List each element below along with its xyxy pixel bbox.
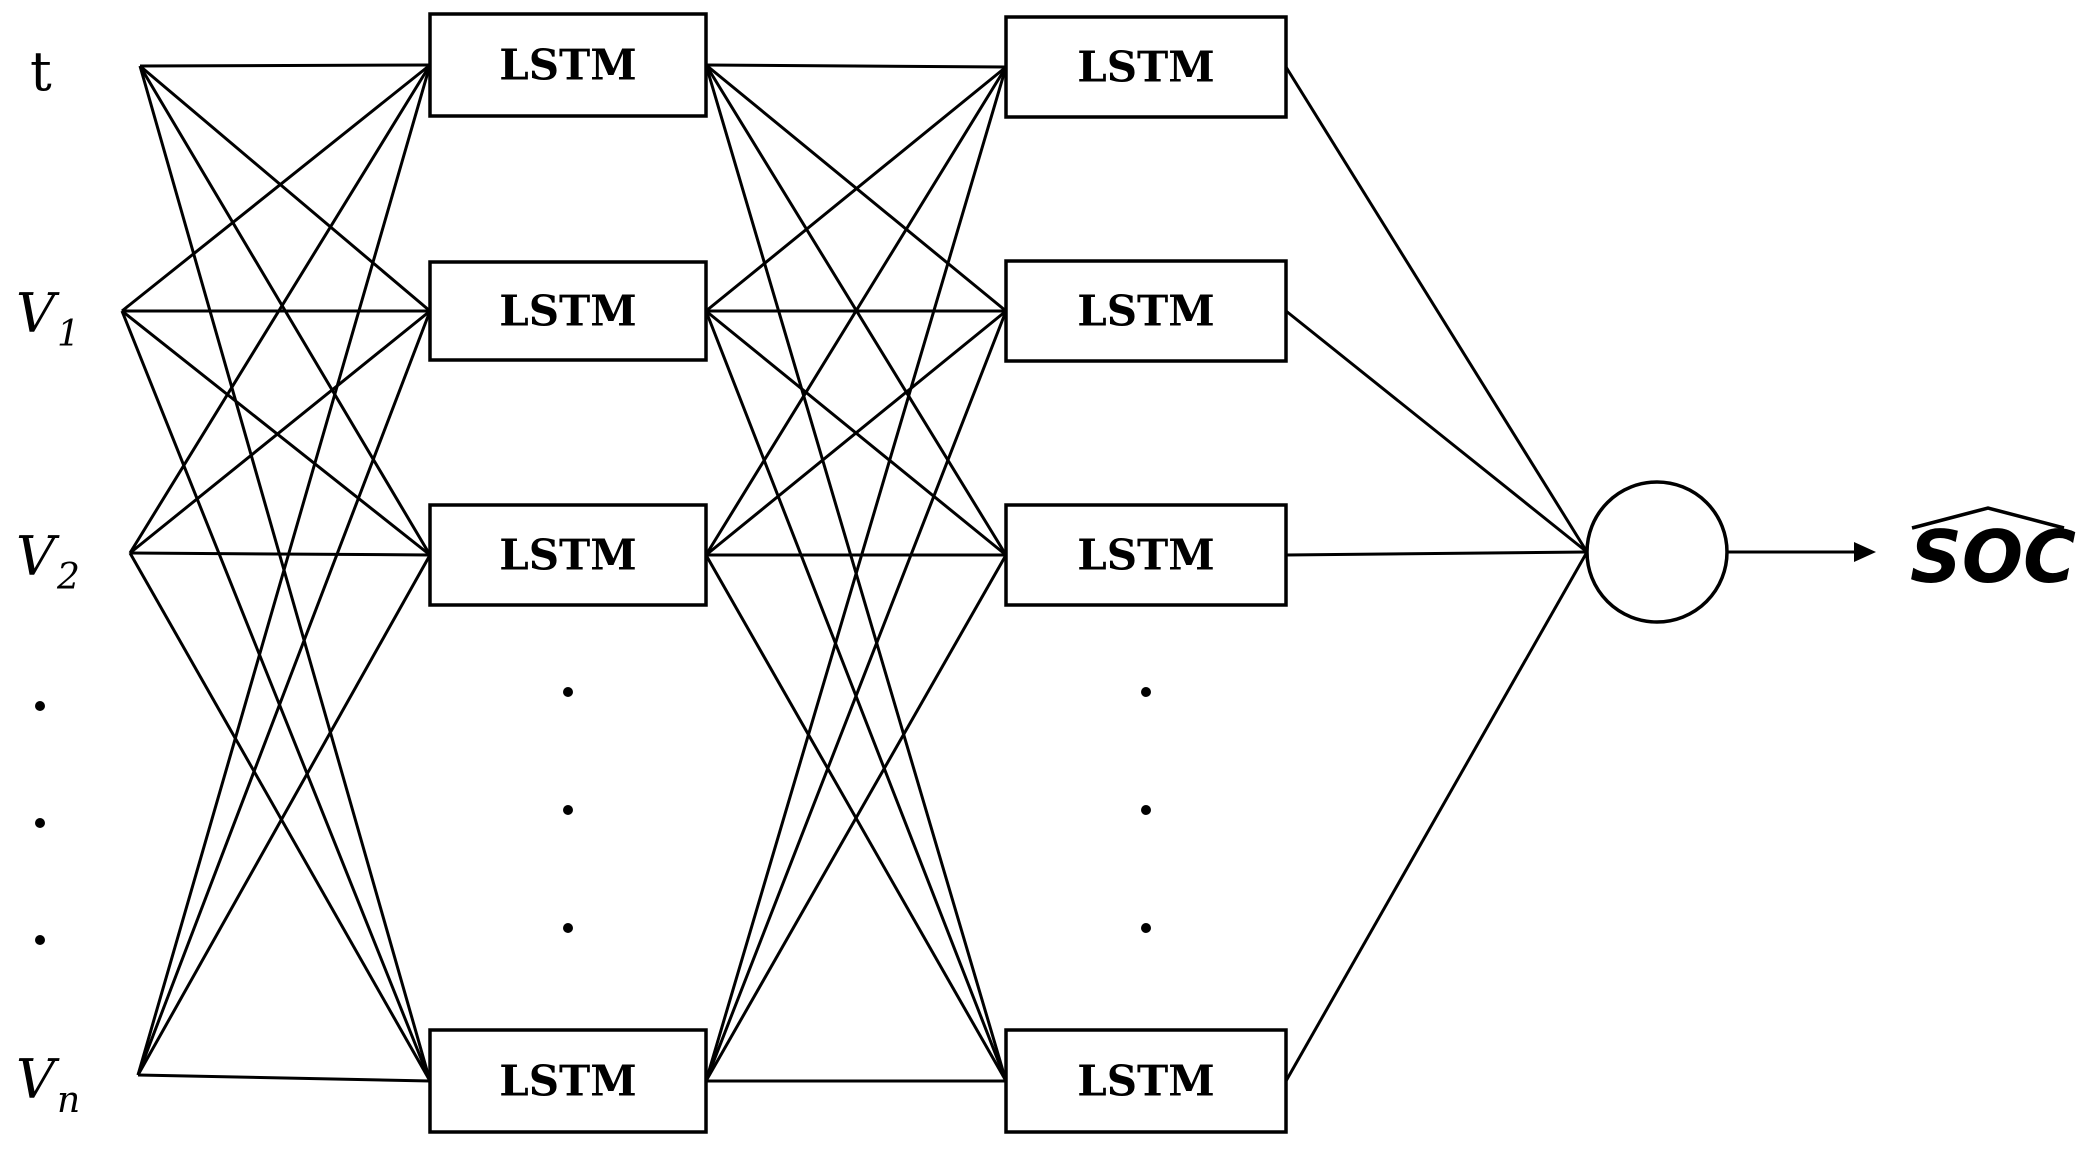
lstm1-to-lstm2-edge [704,310,1008,1082]
input-layer: t V1 V2 Vn [16,40,80,1121]
lstm-box [428,503,708,607]
input-label-v2: V2 [16,525,80,598]
input-to-lstm1-edge [139,63,431,68]
ellipsis-dot [1141,923,1151,933]
lstm-box [1004,503,1288,607]
input-to-lstm1-edge [128,552,432,1082]
output-label-soc: SOC [1910,515,2076,599]
lstm2-to-output-edge [1285,550,1588,557]
input-to-lstm1-edge [129,551,431,557]
lstm-label: LSTM [1077,43,1215,92]
lstm-label: LSTM [499,41,637,90]
ellipsis-dot [1141,805,1151,815]
input-label-v1: V1 [16,282,80,355]
ellipsis-dot [35,701,45,711]
lstm-box [428,260,708,362]
lstm2-to-output-edge [1284,66,1589,553]
ellipsis-dot [563,923,573,933]
input-to-lstm1-edge [136,64,432,1076]
lstm-layer-2: LSTM LSTM LSTM LSTM [1004,15,1288,1134]
output-layer: SOC [1585,480,2076,624]
lstm-layer-1: LSTM LSTM LSTM LSTM [428,12,708,1134]
input-to-lstm1-edge [129,309,431,555]
lstm-label: LSTM [499,287,637,336]
input-to-lstm1-edge [136,554,432,1076]
ellipsis-dot [35,818,45,828]
lstm1-to-lstm2-edge [705,63,1007,69]
lstm-box [428,12,708,118]
lstm-box [1004,1028,1288,1134]
ellipsis-dot [563,687,573,697]
lstm2-to-output-edge [1285,309,1588,554]
lstm1-to-lstm2-edge [704,66,1008,556]
lstm1-to-lstm2-edge [704,554,1008,1082]
connection-lines [120,63,1589,1083]
lstm1-to-lstm2-edge [705,309,1007,557]
lstm2-to-output-edge [1284,551,1589,1082]
lstm-box [1004,259,1288,363]
input-to-lstm1-edge [136,310,432,1076]
lstm1-to-lstm2-edge [704,66,1008,1082]
input-to-lstm1-edge [138,65,432,1082]
input-to-lstm1-edge [121,309,431,557]
lstm-box [1004,15,1288,119]
input-to-lstm1-edge [121,63,431,313]
arrow-head-icon [1854,542,1876,562]
lstm-label: LSTM [1077,287,1215,336]
lstm-label: LSTM [1077,1057,1215,1106]
lstm1-to-lstm2-edge [705,65,1007,313]
lstm-label: LSTM [499,531,637,580]
input-label-vn: Vn [16,1048,80,1121]
input-to-lstm1-edge [137,1073,431,1083]
hat-accent-icon [1911,506,2065,530]
lstm-label: LSTM [1077,531,1215,580]
lstm-label: LSTM [499,1057,637,1106]
output-node [1585,480,1729,624]
lstm-box [428,1028,708,1134]
ellipsis-dot [563,805,573,815]
input-to-lstm1-edge [139,64,431,313]
ellipsis-dot [35,935,45,945]
ellipsis-dot [1141,687,1151,697]
input-to-lstm1-edge [120,310,432,1082]
input-to-lstm1-edge [128,64,432,554]
input-label-t: t [30,40,52,103]
